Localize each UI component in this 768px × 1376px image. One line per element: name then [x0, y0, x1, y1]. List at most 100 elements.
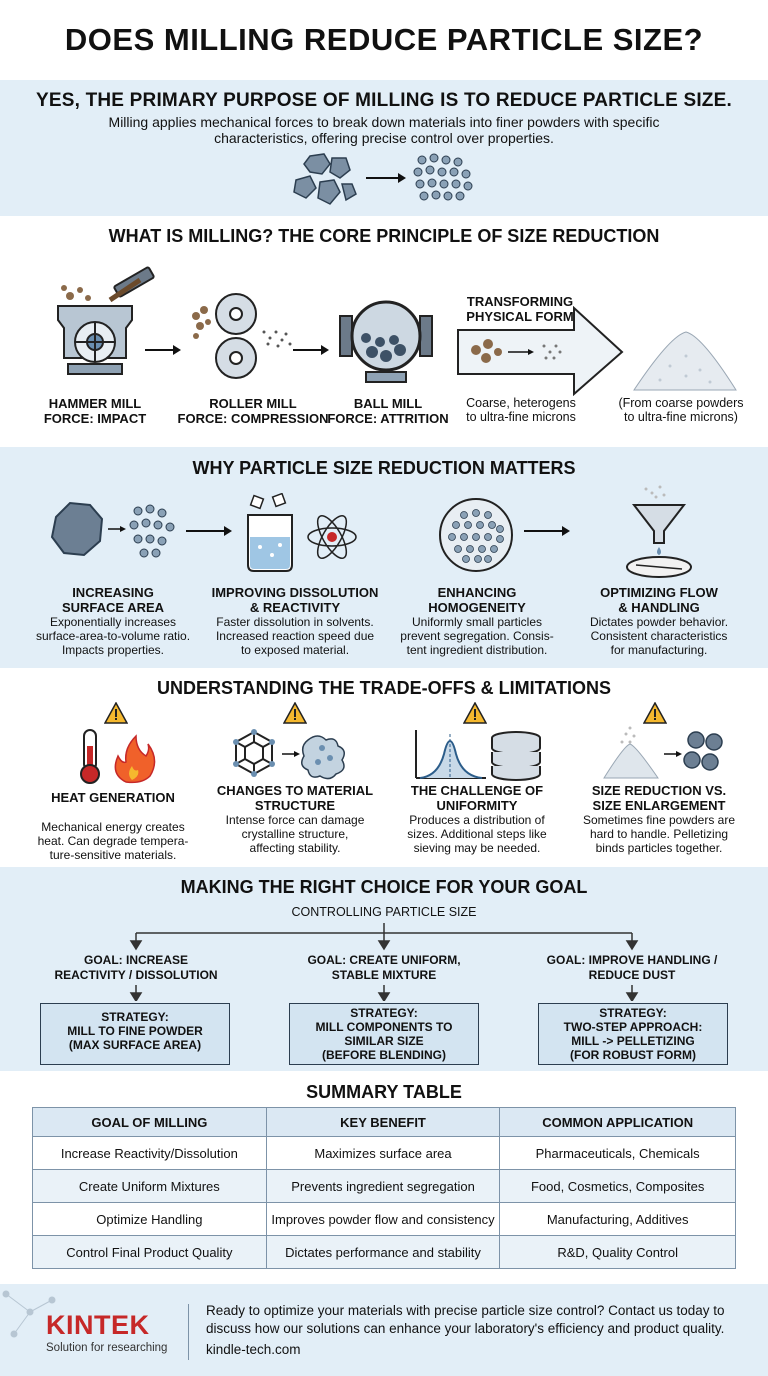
tradeoff-item-4-desc-1: Sometimes fine powders are [582, 813, 736, 827]
choice-title: MAKING THE RIGHT CHOICE FOR YOUR GOAL [180, 877, 588, 897]
brand-tagline: Solution for researching [46, 1342, 168, 1354]
table-cell: Improves powder flow and consistency [265, 1202, 501, 1236]
footer-cta: Ready to optimize your materials with pr… [206, 1302, 746, 1359]
goal-3-line-2: REDUCE DUST [588, 968, 676, 982]
transform-title: TRANSFORMING PHYSICAL FORM [440, 294, 600, 324]
table-header: KEY BENEFIT [265, 1107, 501, 1137]
table-header-row: GOAL OF MILLING KEY BENEFIT COMMON APPLI… [32, 1107, 736, 1137]
crystal-structure-icon [233, 729, 345, 780]
goal-3: GOAL: IMPROVE HANDLING / REDUCE DUST [532, 953, 732, 983]
strategy-box-2: STRATEGY: MILL COMPONENTS TO SIMILAR SIZ… [289, 1003, 479, 1065]
ball-mill-caption: BALL MILL FORCE: ATTRITION [318, 396, 458, 426]
tradeoff-item-3-desc-3: sieving may be needed. [413, 841, 541, 855]
why-item-1-title-2: SURFACE AREA [61, 600, 165, 615]
tradeoff-item-2-desc-3: affecting stability. [249, 841, 341, 855]
what-is-title: WHAT IS MILLING? THE CORE PRINCIPLE OF S… [108, 226, 660, 246]
transform-caption: Coarse, heterogens to ultra-fine microns [446, 396, 596, 424]
transform-caption-2: to ultra-fine microns [466, 410, 576, 424]
warning-icon [104, 702, 128, 724]
why-item-1-desc-1: Exponentially increases [49, 615, 177, 629]
footer-link[interactable]: kindle-tech.com [206, 1342, 301, 1357]
table-cell: Increase Reactivity/Dissolution [32, 1136, 267, 1170]
tradeoff-item-1-desc-2: heat. Can degrade tempera- [37, 834, 189, 848]
funnel-tablet-icon [626, 485, 692, 578]
tradeoff-item-2-desc-1: Intense force can damage [225, 813, 365, 827]
pellet-icon [603, 726, 723, 779]
strategy-3-line-2: TWO-STEP APPROACH: [563, 1020, 703, 1034]
why-item-4: OPTIMIZING FLOW & HANDLING Dictates powd… [564, 585, 754, 657]
choice-root: CONTROLLING PARTICLE SIZE [291, 905, 477, 919]
why-section: WHY PARTICLE SIZE REDUCTION MATTERS [0, 447, 768, 668]
transform-title-2: PHYSICAL FORM [466, 309, 574, 324]
table-cell: Optimize Handling [32, 1202, 267, 1236]
why-item-4-title-1: OPTIMIZING FLOW [600, 585, 718, 600]
transform-arrow-icon [457, 306, 624, 396]
strategy-1-line-3: (MAX SURFACE AREA) [68, 1038, 202, 1052]
footer-cta-line-2: discuss how our solutions can enhance yo… [206, 1321, 725, 1336]
goal-1: GOAL: INCREASE REACTIVITY / DISSOLUTION [36, 953, 236, 983]
transform-title-1: TRANSFORMING [466, 294, 574, 309]
why-item-4-desc-3: for manufacturing. [610, 643, 708, 657]
why-item-2-title-1: IMPROVING DISSOLUTION [211, 585, 379, 600]
roller-mill-icon [192, 293, 292, 379]
warning-icon [463, 702, 487, 724]
tradeoff-item-4-desc-2: hard to handle. Pelletizing [589, 827, 729, 841]
tradeoff-item-3-desc-1: Produces a distribution of [409, 813, 545, 827]
tradeoff-item-1: HEAT GENERATION Mechanical energy create… [18, 790, 208, 862]
arrow-icon [293, 345, 329, 355]
strategy-2-line-2: MILL COMPONENTS TO [315, 1020, 453, 1034]
roller-mill-name: ROLLER MILL [209, 396, 297, 411]
table-cell: Maximizes surface area [265, 1136, 501, 1170]
tradeoff-item-4-title-2: SIZE ENLARGEMENT [592, 798, 726, 813]
arrow-icon [145, 345, 181, 355]
goal-1-line-2: REACTIVITY / DISSOLUTION [54, 968, 218, 982]
why-item-3-desc-2: prevent segregation. Consis- [400, 629, 554, 643]
why-item-4-desc-1: Dictates powder behavior. [589, 615, 729, 629]
goal-1-line-1: GOAL: INCREASE [83, 953, 188, 967]
warning-icon [283, 702, 307, 724]
intro-line-2: characteristics, offering precise contro… [214, 130, 554, 146]
tradeoff-item-4-desc-3: binds particles together. [595, 841, 723, 855]
tradeoff-item-2-title-1: CHANGES TO MATERIAL [216, 783, 374, 798]
tradeoffs-section: UNDERSTANDING THE TRADE-OFFS & LIMITATIO… [0, 668, 768, 866]
transform-caption-1: Coarse, heterogens [466, 396, 576, 410]
why-item-2-desc-2: Increased reaction speed due [215, 629, 375, 643]
intro-headline: YES, THE PRIMARY PURPOSE OF MILLING IS T… [36, 90, 732, 111]
strategy-3-line-4: (FOR ROBUST FORM) [570, 1048, 696, 1062]
why-item-1-desc-2: surface-area-to-volume ratio. [35, 629, 191, 643]
distribution-sieve-icon [415, 730, 541, 781]
why-item-3-title-1: ENHANCING [437, 585, 517, 600]
why-item-4-desc-2: Consistent characteristics [590, 629, 728, 643]
header: DOES MILLING REDUCE PARTICLE SIZE? [0, 0, 768, 78]
why-item-3-desc-3: tent ingredient distribution. [406, 643, 548, 657]
tradeoff-item-1-desc-1: Mechanical energy creates [41, 820, 185, 834]
goal-3-line-1: GOAL: IMPROVE HANDLING / [546, 953, 718, 967]
why-item-1-title-1: INCREASING [72, 585, 154, 600]
surface-area-icon [50, 501, 175, 558]
network-decoration-icon [2, 1290, 56, 1338]
page-title: DOES MILLING REDUCE PARTICLE SIZE? [64, 22, 704, 57]
choice-tree-lines [129, 923, 639, 1001]
ball-mill-icon [339, 300, 433, 383]
table-cell: Prevents ingredient segregation [265, 1169, 501, 1203]
coarse-to-fine-icon [293, 153, 473, 205]
tradeoff-item-3-desc-2: sizes. Additional steps like [407, 827, 547, 841]
powder-caption: (From coarse powders to ultra-fine micro… [606, 396, 756, 424]
table-cell: Manufacturing, Additives [499, 1202, 736, 1236]
tradeoff-item-4: SIZE REDUCTION VS. SIZE ENLARGEMENT Some… [564, 783, 754, 855]
table-row: Optimize Handling Improves powder flow a… [32, 1202, 736, 1236]
tradeoff-item-2-title-2: STRUCTURE [254, 798, 336, 813]
summary-section: SUMMARY TABLE GOAL OF MILLING KEY BENEFI… [0, 1072, 768, 1280]
summary-title: SUMMARY TABLE [306, 1082, 462, 1102]
tradeoff-item-3: THE CHALLENGE OF UNIFORMITY Produces a d… [382, 783, 572, 855]
roller-mill-force: FORCE: COMPRESSION [177, 411, 329, 426]
why-item-3-desc-1: Uniformly small particles [411, 615, 543, 629]
arrow-icon [524, 526, 570, 536]
hammer-mill-caption: HAMMER MILL FORCE: IMPACT [20, 396, 170, 426]
table-row: Increase Reactivity/Dissolution Maximize… [32, 1136, 736, 1170]
ball-mill-force: FORCE: ATTRITION [327, 411, 449, 426]
why-item-2-desc-1: Faster dissolution in solvents. [216, 615, 374, 629]
table-cell: Control Final Product Quality [32, 1235, 267, 1269]
why-title: WHY PARTICLE SIZE REDUCTION MATTERS [192, 458, 576, 478]
tradeoff-item-1-title-1: HEAT GENERATION [51, 790, 175, 805]
